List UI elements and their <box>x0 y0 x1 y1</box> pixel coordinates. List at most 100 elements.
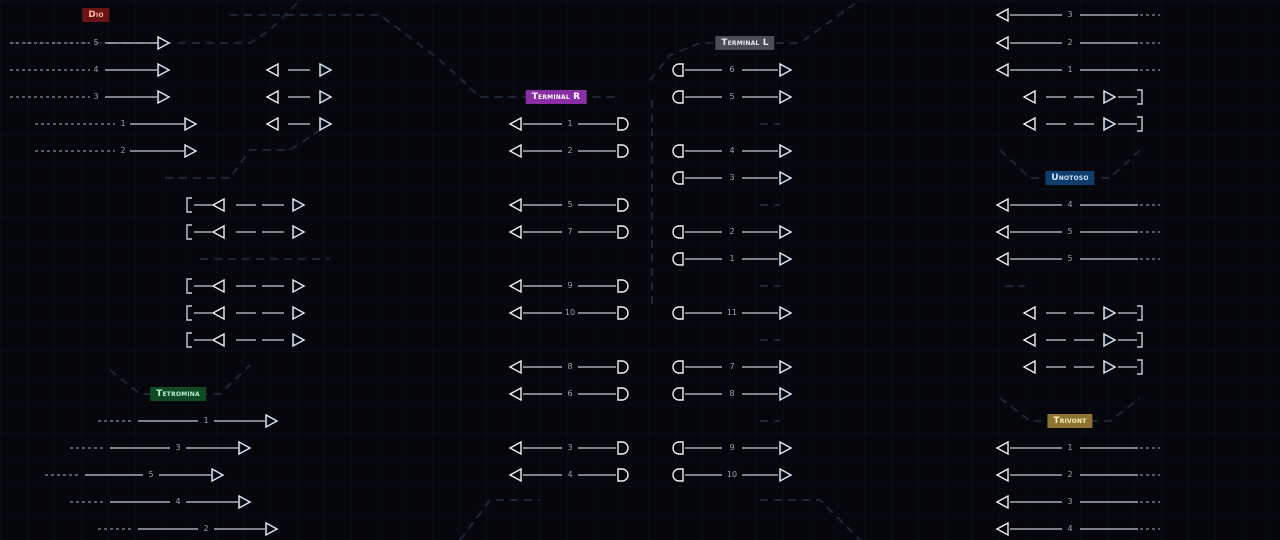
group-tag-trivont: Trivont <box>1047 414 1093 428</box>
note-left <box>508 116 522 132</box>
lane-number: 1 <box>1067 65 1073 74</box>
hold-note <box>672 144 684 158</box>
note-left <box>995 440 1009 456</box>
note-right <box>292 197 306 213</box>
note-right <box>779 359 793 375</box>
note-left <box>995 224 1009 240</box>
hold-note <box>672 252 684 266</box>
hold-bracket <box>1137 332 1143 348</box>
lane-number: 4 <box>93 65 99 74</box>
background-wire <box>649 0 861 81</box>
background-wire <box>230 14 620 98</box>
lane-number: 4 <box>1067 524 1073 533</box>
note-right <box>779 386 793 402</box>
group-tag-terminal-r: Terminal R <box>525 90 587 104</box>
lane-number: 3 <box>175 443 181 452</box>
note-left <box>265 89 279 105</box>
note-right <box>265 413 279 429</box>
note-right <box>184 116 198 132</box>
lane-number: 2 <box>203 524 209 533</box>
note-left <box>995 494 1009 510</box>
lane-number: 8 <box>567 362 573 371</box>
lane-number: 1 <box>203 416 209 425</box>
note-right <box>292 224 306 240</box>
lane-number: 7 <box>729 362 735 371</box>
note-right <box>319 116 333 132</box>
lane-number: 5 <box>1067 227 1073 236</box>
lane-number: 9 <box>567 281 573 290</box>
note-left <box>508 467 522 483</box>
note-right <box>1103 89 1117 105</box>
note-left <box>508 224 522 240</box>
note-left <box>508 143 522 159</box>
hold-note <box>617 117 629 131</box>
hold-note <box>672 90 684 104</box>
background-wire <box>10 0 301 44</box>
note-left <box>211 305 225 321</box>
note-left <box>508 386 522 402</box>
lane-number: 6 <box>729 65 735 74</box>
note-left <box>265 62 279 78</box>
note-left <box>1022 116 1036 132</box>
hold-bracket <box>1137 89 1143 105</box>
hold-bracket <box>1137 359 1143 375</box>
note-left <box>1022 359 1036 375</box>
hold-note <box>672 306 684 320</box>
note-left <box>1022 89 1036 105</box>
lane-number: 4 <box>175 497 181 506</box>
hold-note <box>617 198 629 212</box>
lane-number: 5 <box>93 38 99 47</box>
note-right <box>779 89 793 105</box>
lane-number: 9 <box>729 443 735 452</box>
hold-note <box>672 360 684 374</box>
note-left <box>1022 305 1036 321</box>
lane-number: 5 <box>729 92 735 101</box>
note-right <box>779 305 793 321</box>
note-right <box>1103 332 1117 348</box>
note-right <box>1103 359 1117 375</box>
lane-number: 7 <box>567 227 573 236</box>
note-left <box>995 7 1009 23</box>
background-wire <box>165 129 321 179</box>
hold-note <box>617 360 629 374</box>
note-right <box>319 62 333 78</box>
note-right <box>157 35 171 51</box>
hold-note <box>672 225 684 239</box>
group-tag-dio: Dio <box>82 8 110 22</box>
note-left <box>995 251 1009 267</box>
note-right <box>211 467 225 483</box>
hold-note <box>672 387 684 401</box>
lane-number: 8 <box>729 389 735 398</box>
hold-bracket <box>1137 305 1143 321</box>
hold-note <box>672 441 684 455</box>
lane-number: 6 <box>567 389 573 398</box>
note-right <box>1103 305 1117 321</box>
lane-number: 11 <box>726 308 738 317</box>
lane-number: 4 <box>567 470 573 479</box>
lane-number: 5 <box>148 470 154 479</box>
group-tag-unotoso: Unotoso <box>1045 171 1095 185</box>
note-left <box>211 332 225 348</box>
lane-number: 3 <box>93 92 99 101</box>
hold-note <box>672 468 684 482</box>
hold-bracket <box>1137 116 1143 132</box>
hold-note <box>617 225 629 239</box>
note-left <box>995 62 1009 78</box>
hold-note <box>617 306 629 320</box>
hold-note <box>617 279 629 293</box>
hold-note <box>617 441 629 455</box>
background-wire <box>109 364 251 395</box>
note-left <box>995 197 1009 213</box>
note-left <box>995 35 1009 51</box>
note-right <box>779 224 793 240</box>
note-right <box>265 521 279 537</box>
note-right <box>779 251 793 267</box>
note-right <box>292 305 306 321</box>
note-right <box>779 143 793 159</box>
lane-number: 3 <box>729 173 735 182</box>
hold-note <box>672 63 684 77</box>
lane-number: 3 <box>567 443 573 452</box>
lane-number: 2 <box>120 146 126 155</box>
background-wire <box>459 499 540 540</box>
note-right <box>184 143 198 159</box>
